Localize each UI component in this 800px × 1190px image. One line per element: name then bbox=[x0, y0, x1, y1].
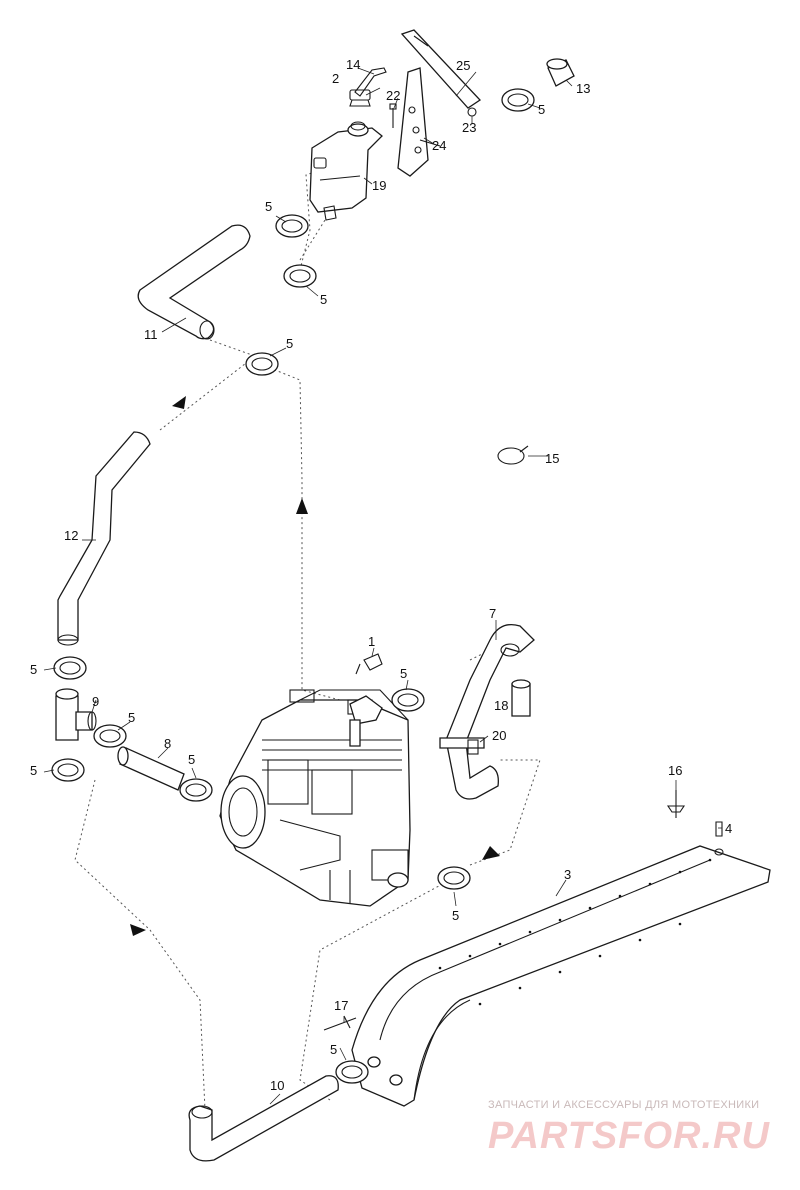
rivet-16 bbox=[666, 790, 686, 818]
label-part-14: 14 bbox=[346, 57, 360, 72]
temperature-sensor-1 bbox=[355, 653, 383, 675]
label-part-5-a: 5 bbox=[538, 102, 545, 117]
coolant-reservoir-19 bbox=[309, 121, 383, 221]
label-part-24: 24 bbox=[432, 138, 446, 153]
clamp-hose7 bbox=[391, 688, 425, 712]
clamp-top-right bbox=[501, 88, 535, 112]
clamp-lower bbox=[335, 1060, 369, 1084]
flow-arrow-upper bbox=[172, 396, 186, 409]
rivet-17 bbox=[323, 1015, 357, 1031]
label-part-9: 9 bbox=[92, 694, 99, 709]
watermark-tagline: ЗАПЧАСТИ И АКСЕССУАРЫ ДЛЯ МОТОТЕХНИКИ bbox=[488, 1099, 759, 1111]
flow-arrow-tunnel bbox=[482, 846, 500, 860]
label-part-7: 7 bbox=[489, 606, 496, 621]
label-part-5-j: 5 bbox=[452, 908, 459, 923]
label-part-17: 17 bbox=[334, 998, 348, 1013]
rivet-row bbox=[438, 858, 712, 1006]
nut-23 bbox=[467, 107, 477, 117]
label-part-12: 12 bbox=[64, 528, 78, 543]
bracket-20 bbox=[439, 737, 485, 755]
label-part-5-i: 5 bbox=[30, 763, 37, 778]
tie-15 bbox=[497, 445, 529, 465]
label-part-18: 18 bbox=[494, 698, 508, 713]
tunnel-heat-exchanger-icon bbox=[351, 845, 771, 1107]
label-part-8: 8 bbox=[164, 736, 171, 751]
clamp-upper-1 bbox=[275, 214, 309, 238]
label-part-16: 16 bbox=[668, 763, 682, 778]
hose-11 bbox=[137, 224, 251, 340]
engine-icon bbox=[219, 689, 411, 907]
tee-fitting-9 bbox=[55, 688, 97, 741]
label-part-2: 2 bbox=[332, 71, 339, 86]
vent-tube-14 bbox=[354, 67, 387, 97]
label-part-1: 1 bbox=[368, 634, 375, 649]
clamp-engine bbox=[179, 778, 213, 802]
hose-10 bbox=[188, 1075, 339, 1162]
label-part-4: 4 bbox=[725, 821, 732, 836]
label-part-10: 10 bbox=[270, 1078, 284, 1093]
label-part-15: 15 bbox=[545, 451, 559, 466]
flow-arrow-lower bbox=[130, 924, 146, 936]
strap-25 bbox=[400, 29, 482, 109]
hose-7 bbox=[445, 623, 535, 800]
label-part-5-h: 5 bbox=[30, 662, 37, 677]
screw-4 bbox=[714, 821, 724, 856]
part-labels: 2 14 25 22 23 24 19 13 5 5 5 5 11 15 12 … bbox=[30, 57, 732, 1093]
label-part-5-k: 5 bbox=[330, 1042, 337, 1057]
label-part-11: 11 bbox=[144, 327, 158, 342]
hose-clamp-icon bbox=[51, 88, 535, 1084]
label-part-5-f: 5 bbox=[128, 710, 135, 725]
clamp-tunnel bbox=[437, 866, 471, 890]
label-part-23: 23 bbox=[462, 120, 476, 135]
label-part-5-g: 5 bbox=[188, 752, 195, 767]
label-part-5-e: 5 bbox=[400, 666, 407, 681]
hose-12 bbox=[57, 431, 151, 646]
label-part-22: 22 bbox=[386, 88, 400, 103]
clamp-left-3 bbox=[93, 724, 127, 748]
clamp-left-1 bbox=[53, 656, 87, 680]
label-part-25: 25 bbox=[456, 58, 470, 73]
sleeve-18 bbox=[511, 679, 531, 717]
clamp-left-2 bbox=[51, 758, 85, 782]
label-part-20: 20 bbox=[492, 728, 506, 743]
hose-13 bbox=[546, 58, 575, 87]
bolt-22 bbox=[389, 103, 397, 128]
label-part-19: 19 bbox=[372, 178, 386, 193]
label-part-5-c: 5 bbox=[320, 292, 327, 307]
leader-lines bbox=[43, 67, 722, 1105]
pressure-cap-2 bbox=[349, 89, 371, 107]
clamp-mid bbox=[245, 352, 279, 376]
bracket-24 bbox=[397, 67, 441, 177]
label-part-5-d: 5 bbox=[286, 336, 293, 351]
hose-8 bbox=[117, 746, 185, 791]
label-part-3: 3 bbox=[564, 867, 571, 882]
watermark-brand: PARTSFOR.RU bbox=[488, 1115, 770, 1157]
flow-arrow-vertical bbox=[296, 498, 308, 514]
watermark: ЗАПЧАСТИ И АКСЕССУАРЫ ДЛЯ МОТОТЕХНИКИ PA… bbox=[488, 1099, 770, 1157]
label-part-13: 13 bbox=[576, 81, 590, 96]
label-part-5-b: 5 bbox=[265, 199, 272, 214]
clamp-upper-2 bbox=[283, 264, 317, 288]
